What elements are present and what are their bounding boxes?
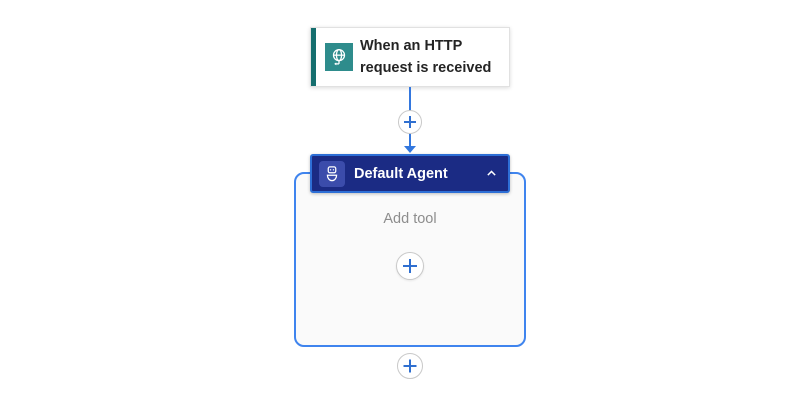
- agent-header-label: Default Agent: [354, 165, 448, 182]
- chevron-up-icon[interactable]: [483, 166, 499, 182]
- insert-action-after-agent-button[interactable]: [397, 353, 423, 379]
- agent-bot-icon: [319, 160, 345, 187]
- agent-scope-container: [294, 172, 526, 347]
- add-tool-button[interactable]: [396, 252, 424, 280]
- trigger-title: When an HTTP request is received: [360, 38, 492, 76]
- plus-icon: [398, 354, 422, 378]
- http-request-icon: [325, 43, 353, 71]
- agent-header-card[interactable]: Default Agent: [310, 154, 510, 193]
- insert-action-button[interactable]: [398, 110, 422, 134]
- trigger-accent-bar: [311, 28, 316, 86]
- connector-arrowhead-icon: [404, 146, 416, 153]
- trigger-card-http-request[interactable]: When an HTTP request is received: [310, 27, 510, 87]
- plus-icon: [397, 253, 423, 279]
- add-tool-label: Add tool: [383, 211, 437, 227]
- plus-icon: [399, 111, 421, 133]
